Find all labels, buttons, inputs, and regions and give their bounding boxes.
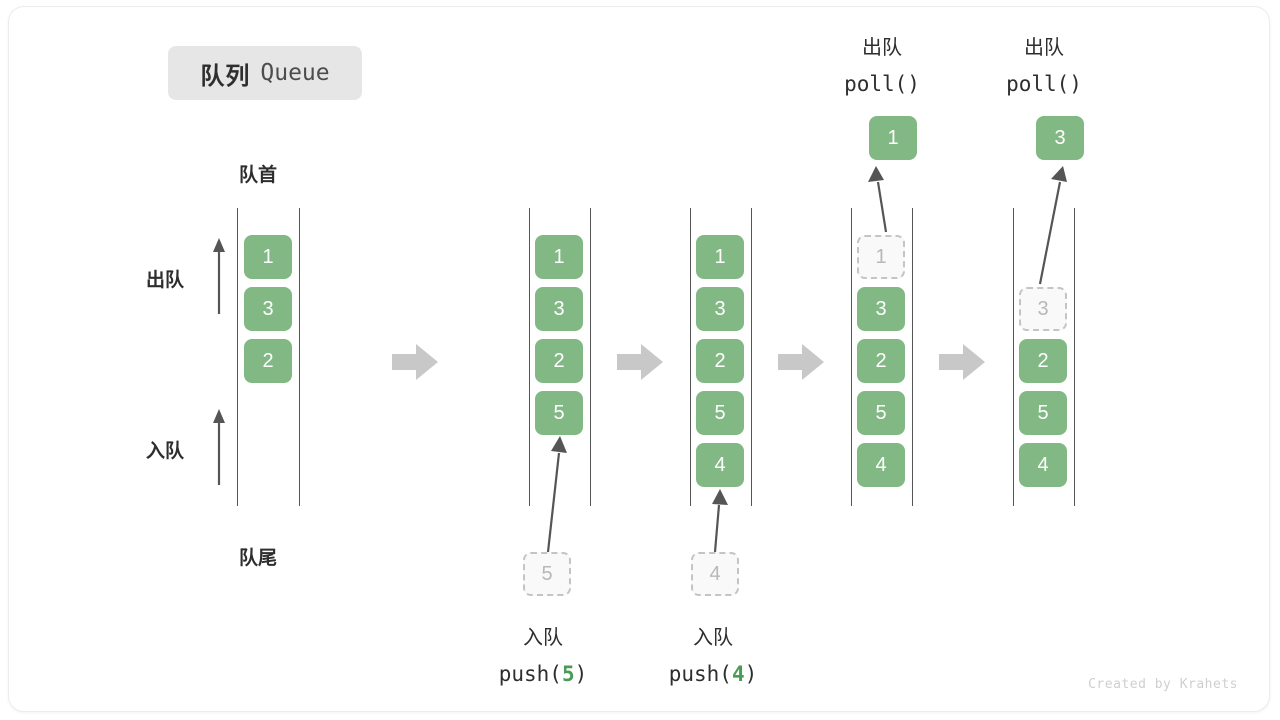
queue-cell: 3 xyxy=(535,287,583,331)
dequeue-direction-label: 出队 xyxy=(146,270,185,291)
incoming-element-4: 4 xyxy=(691,552,739,596)
step-arrow-icon xyxy=(617,344,663,380)
queue-cell: 5 xyxy=(1019,391,1067,435)
rail-left xyxy=(690,208,691,506)
rail-right xyxy=(912,208,913,506)
queue-cell: 2 xyxy=(857,339,905,383)
poll-1-label-code: poll() xyxy=(844,72,920,96)
rail-right xyxy=(590,208,591,506)
poll-1-motion-arrow-icon xyxy=(868,166,888,233)
step-arrow-icon xyxy=(939,344,985,380)
push-4-code-number: 4 xyxy=(731,662,745,686)
queue-cell: 5 xyxy=(857,391,905,435)
enqueue-direction-label: 入队 xyxy=(146,441,185,462)
poll-1-label-cn: 出队 xyxy=(862,37,902,59)
push-5-label-cn: 入队 xyxy=(523,627,563,649)
outgoing-element-1: 1 xyxy=(869,116,917,160)
push-5-operation-label: 入队 push(5) xyxy=(463,620,623,692)
push-4-code-prefix: push( xyxy=(668,662,732,686)
enqueue-direction-arrow-icon xyxy=(213,409,225,485)
watermark-credit: Created by Krahets xyxy=(1088,677,1238,692)
diagram-title-chip: 队列 Queue xyxy=(168,46,362,100)
poll-3-label-code: poll() xyxy=(1006,72,1082,96)
queue-cell: 2 xyxy=(535,339,583,383)
push-5-label-code: push(5) xyxy=(463,656,623,692)
rail-right xyxy=(751,208,752,506)
push-4-operation-label: 入队 push(4) xyxy=(633,620,793,692)
queue-cell-removed: 1 xyxy=(857,235,905,279)
push-5-code-suffix: ) xyxy=(574,662,588,686)
queue-cell: 1 xyxy=(244,235,292,279)
dequeue-direction-arrow-icon xyxy=(213,238,225,314)
poll-3-motion-arrow-icon xyxy=(1038,166,1067,285)
queue-rear-label: 队尾 xyxy=(239,548,278,569)
queue-cell: 2 xyxy=(244,339,292,383)
push-5-code-number: 5 xyxy=(561,662,575,686)
rail-right xyxy=(299,208,300,506)
queue-front-label: 队首 xyxy=(239,165,278,186)
poll-1-operation-label: 出队 poll() xyxy=(812,30,952,102)
rail-right xyxy=(1074,208,1075,506)
queue-cell: 2 xyxy=(1019,339,1067,383)
step-arrow-icon xyxy=(778,344,824,380)
push-4-label-cn: 入队 xyxy=(693,627,733,649)
queue-cell: 4 xyxy=(1019,443,1067,487)
queue-cell: 4 xyxy=(857,443,905,487)
queue-cell: 5 xyxy=(696,391,744,435)
queue-cell: 3 xyxy=(857,287,905,331)
poll-3-label-cn: 出队 xyxy=(1024,37,1064,59)
push-5-motion-arrow-icon xyxy=(546,436,567,553)
queue-cell: 1 xyxy=(696,235,744,279)
title-label-cn: 队列 xyxy=(200,62,251,90)
queue-cell: 4 xyxy=(696,443,744,487)
poll-3-operation-label: 出队 poll() xyxy=(974,30,1114,102)
push-4-motion-arrow-icon xyxy=(712,489,728,553)
push-4-code-suffix: ) xyxy=(744,662,758,686)
queue-cell: 1 xyxy=(535,235,583,279)
step-arrow-icon xyxy=(392,344,438,380)
queue-cell: 3 xyxy=(696,287,744,331)
push-4-label-code: push(4) xyxy=(633,656,793,692)
queue-cell: 2 xyxy=(696,339,744,383)
rail-left xyxy=(529,208,530,506)
rail-left xyxy=(851,208,852,506)
title-label-en: Queue xyxy=(260,60,330,86)
queue-cell: 5 xyxy=(535,391,583,435)
outgoing-element-3: 3 xyxy=(1036,116,1084,160)
push-5-code-prefix: push( xyxy=(498,662,562,686)
rail-left xyxy=(1013,208,1014,506)
queue-cell-removed: 3 xyxy=(1019,287,1067,331)
rail-left xyxy=(237,208,238,506)
incoming-element-5: 5 xyxy=(523,552,571,596)
queue-cell: 3 xyxy=(244,287,292,331)
